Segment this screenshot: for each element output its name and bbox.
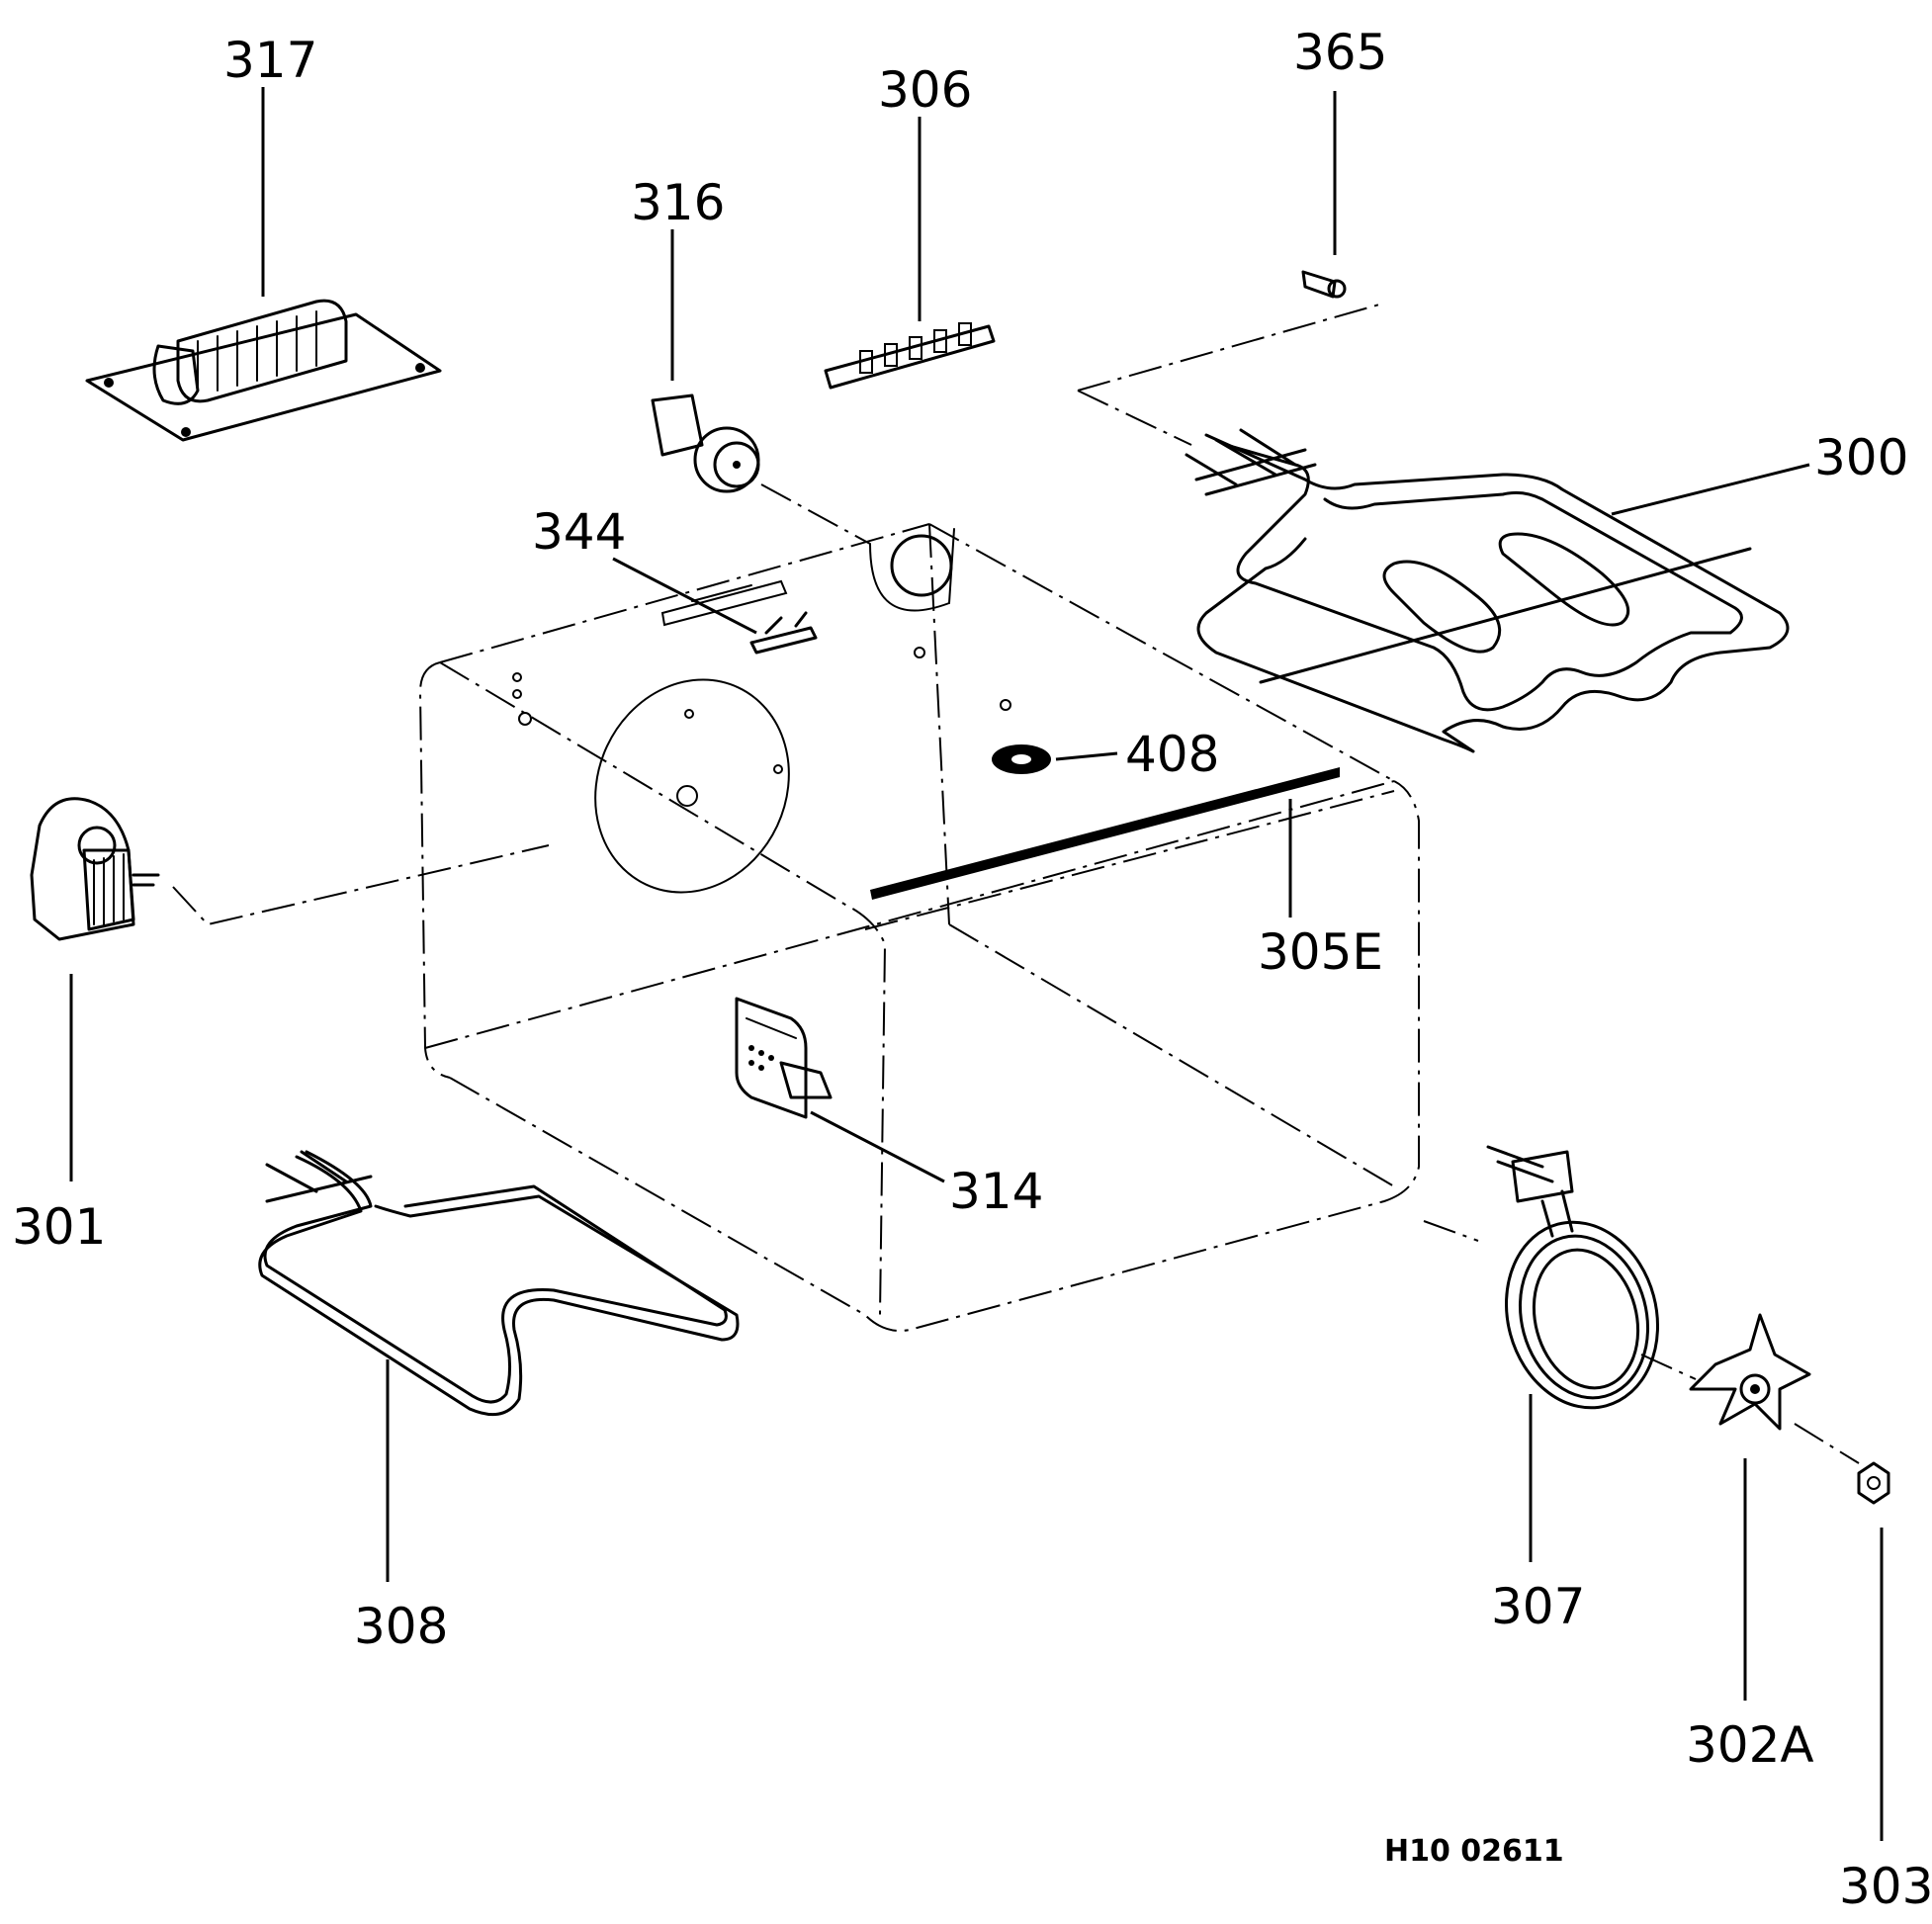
cooling-fan-part: [85, 299, 442, 442]
label-301: 301: [12, 1198, 106, 1256]
leader-lines: [69, 87, 1884, 1841]
grill-element-part: [1077, 304, 1790, 753]
label-303: 303: [1839, 1858, 1932, 1915]
label-307: 307: [1491, 1578, 1585, 1635]
fan-motor-part: [30, 797, 550, 941]
label-308: 308: [354, 1598, 448, 1655]
lamp-holder-part: [651, 394, 871, 545]
bottom-element-part: [258, 1150, 740, 1417]
label-344: 344: [532, 503, 626, 561]
fan-blade-part: [1640, 1313, 1860, 1464]
label-305e: 305E: [1258, 923, 1383, 981]
label-408: 408: [1125, 726, 1219, 783]
bolt-part: [1301, 270, 1347, 299]
drawing-code: H10 02611: [1384, 1834, 1564, 1869]
label-314: 314: [949, 1163, 1043, 1220]
circular-element-part: [1423, 1145, 1660, 1410]
label-317: 317: [223, 32, 317, 89]
label-306: 306: [878, 61, 972, 119]
terminal-block-part: [824, 322, 996, 390]
label-316: 316: [631, 174, 725, 231]
label-302a: 302A: [1686, 1716, 1814, 1774]
oven-cavity: [418, 523, 1420, 1332]
bracket-part: [749, 611, 818, 655]
label-365: 365: [1293, 24, 1387, 81]
selector-switch-part: [735, 997, 833, 1119]
nut-part: [1857, 1461, 1890, 1505]
part-labels: 317 316 306 365 300 344 408 305E 301 314…: [12, 24, 1932, 1915]
label-300: 300: [1814, 429, 1908, 486]
grommet-part: [992, 744, 1051, 774]
